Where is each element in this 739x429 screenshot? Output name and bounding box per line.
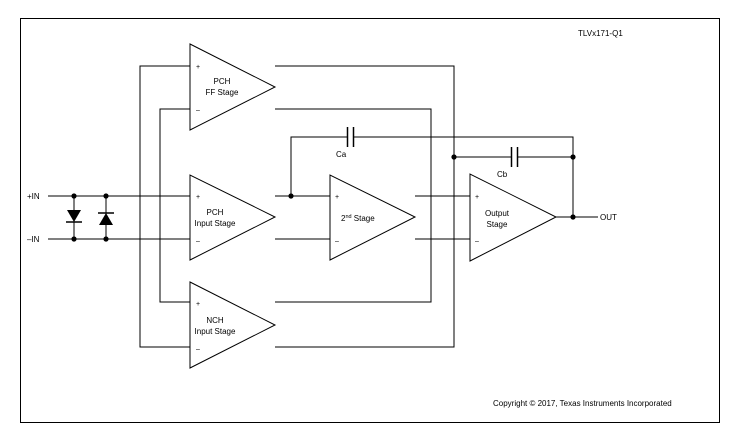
junction-dot [288,193,294,199]
copyright-text: Copyright © 2017, Texas Instruments Inco… [493,399,672,408]
junction-dot [103,193,109,199]
second-stage-label: 2nd Stage [341,214,375,223]
output-stage-label-1: Output [485,209,510,218]
plus-sign: + [335,194,339,201]
junction-dot [570,154,576,160]
junction-dot [451,154,457,160]
pch-input-label-1: PCH [207,208,224,217]
outer-loop-right [275,65,455,348]
ca-right-wire [354,136,574,157]
out-label: OUT [600,213,617,222]
plus-sign: + [196,301,200,308]
plus-sign: + [196,194,200,201]
diode-1-symbol [66,210,82,223]
diode-2-symbol [98,212,114,225]
inner-loop-left [159,108,190,303]
cb-left-wire [453,66,511,158]
second-stage: + – 2nd Stage [329,174,417,261]
diagram-border [20,18,720,423]
inner-loop-right [275,108,432,303]
second-stage-sup: nd [345,214,351,220]
pch-input-stage: + – PCH Input Stage [189,174,277,261]
ca-left-wire [290,136,347,196]
part-number: TLVx171-Q1 [578,29,623,38]
output-stage: + – Output Stage [469,173,558,262]
nch-input-stage: + – NCH Input Stage [189,281,277,369]
pch-ff-stage: + – PCH FF Stage [189,43,277,131]
in-plus-label: +IN [27,192,40,201]
minus-sign: – [196,107,200,114]
cb-label: Cb [497,170,508,179]
second-stage-rest: Stage [352,214,376,223]
junction-dot [103,236,109,242]
outer-loop-left [139,65,190,348]
pch-ff-label-1: PCH [214,77,231,86]
second-stage-base: 2 [341,214,346,223]
minus-sign: – [196,346,200,353]
output-stage-label-2: Stage [487,220,508,229]
minus-sign: – [475,238,479,245]
ca-label: Ca [336,150,347,159]
junction-dot [71,193,77,199]
plus-sign: + [196,64,200,71]
pch-ff-label-2: FF Stage [206,88,239,97]
plus-sign: + [475,194,479,201]
pch-input-label-2: Input Stage [195,219,236,228]
junction-dot [71,236,77,242]
minus-sign: – [335,238,339,245]
nch-input-label-2: Input Stage [195,327,236,336]
in-minus-label: –IN [27,235,40,244]
nch-input-label-1: NCH [206,316,224,325]
junction-dot [570,214,576,220]
minus-sign: – [196,238,200,245]
